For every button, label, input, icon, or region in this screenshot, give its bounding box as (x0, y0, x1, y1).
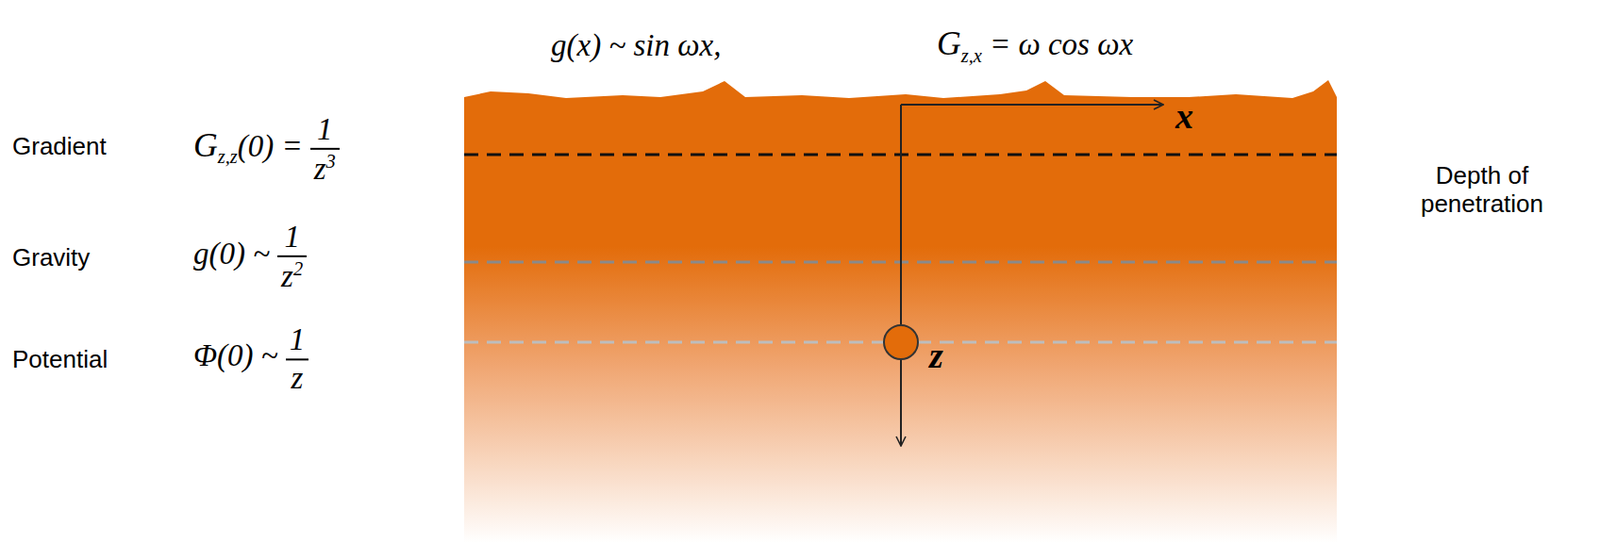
formula: g(x) ~ sin ωx, (550, 28, 721, 65)
formula: g(0) ~1z2 (193, 220, 307, 293)
formula-text: g(x) ~ sin ωx, (550, 28, 721, 63)
ground-block (464, 80, 1337, 543)
formula-text: z (314, 151, 327, 186)
formula-text: G (936, 24, 962, 63)
formula-text: 2 (293, 258, 303, 280)
point-mass (883, 325, 918, 360)
fraction: 1z2 (277, 220, 307, 293)
denominator: z (285, 360, 310, 396)
formula-text: z (291, 361, 304, 396)
formula-text: g(0) ~ (193, 236, 270, 271)
side-label: Depth of penetration (1373, 162, 1591, 219)
formula-text: 1 (289, 322, 306, 357)
formula: Φ(0) ~1z (193, 323, 309, 395)
z-axis (900, 104, 902, 447)
formula: Gz,z(0) =1z3 (193, 113, 340, 185)
denominator: z2 (277, 257, 307, 294)
row-label: Gravity (12, 244, 90, 273)
formula-text: z (281, 259, 294, 294)
formula-text: G (193, 126, 218, 165)
fraction: 1z (285, 323, 310, 395)
numerator: 1 (285, 323, 310, 361)
formula-text: Φ(0) ~ (193, 339, 279, 374)
formula-text: z,x (961, 45, 983, 67)
fraction: 1z3 (310, 113, 340, 185)
formula-text: = ω cos ωx (989, 27, 1134, 62)
formula-text: z,z (217, 146, 238, 167)
formula-text: 3 (326, 150, 336, 172)
formula-text: 1 (316, 112, 334, 147)
formula-text: (0) = (237, 129, 303, 164)
axis-label: z (929, 335, 944, 378)
denominator: z3 (310, 150, 340, 186)
numerator: 1 (277, 220, 307, 258)
row-label: Gradient (12, 133, 107, 162)
formula: Gz,x = ω cos ωx (936, 24, 1134, 67)
axis-label: x (1175, 96, 1194, 138)
numerator: 1 (310, 113, 340, 150)
x-axis (900, 103, 1164, 106)
row-label: Potential (12, 346, 108, 375)
formula-text: 1 (283, 219, 300, 254)
